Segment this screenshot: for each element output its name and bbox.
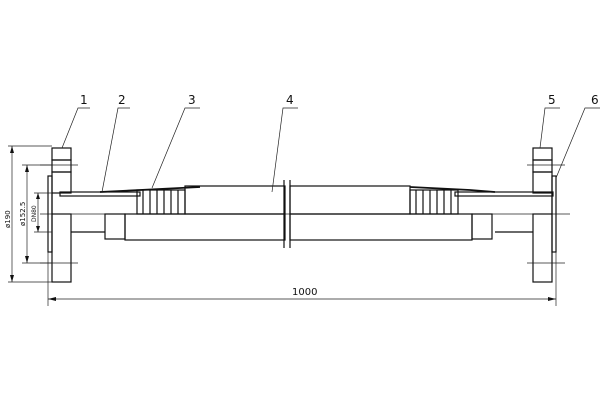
right-flange <box>527 147 565 283</box>
callout-3: 3 <box>188 93 196 107</box>
callout-leaders <box>61 107 600 193</box>
length-dimension <box>47 252 557 306</box>
left-gasket <box>47 175 53 253</box>
left-flange <box>40 147 78 283</box>
left-bellows <box>136 189 186 215</box>
callout-2: 2 <box>118 93 126 107</box>
outer-diameter-label: ø190 <box>4 210 12 228</box>
callout-4: 4 <box>286 93 294 107</box>
callout-5: 5 <box>548 93 556 107</box>
nominal-diameter-label: DN80 <box>31 205 38 222</box>
callout-1: 1 <box>80 93 88 107</box>
right-gasket <box>551 175 557 253</box>
callout-6: 6 <box>591 93 599 107</box>
bolt-circle-label: ø152.5 <box>19 202 27 226</box>
diameter-dimensions <box>8 145 52 283</box>
length-label: 1000 <box>292 287 317 298</box>
left-pipe <box>59 186 201 240</box>
braided-hose <box>124 180 473 248</box>
right-bellows <box>409 189 459 215</box>
right-pipe <box>409 186 554 240</box>
